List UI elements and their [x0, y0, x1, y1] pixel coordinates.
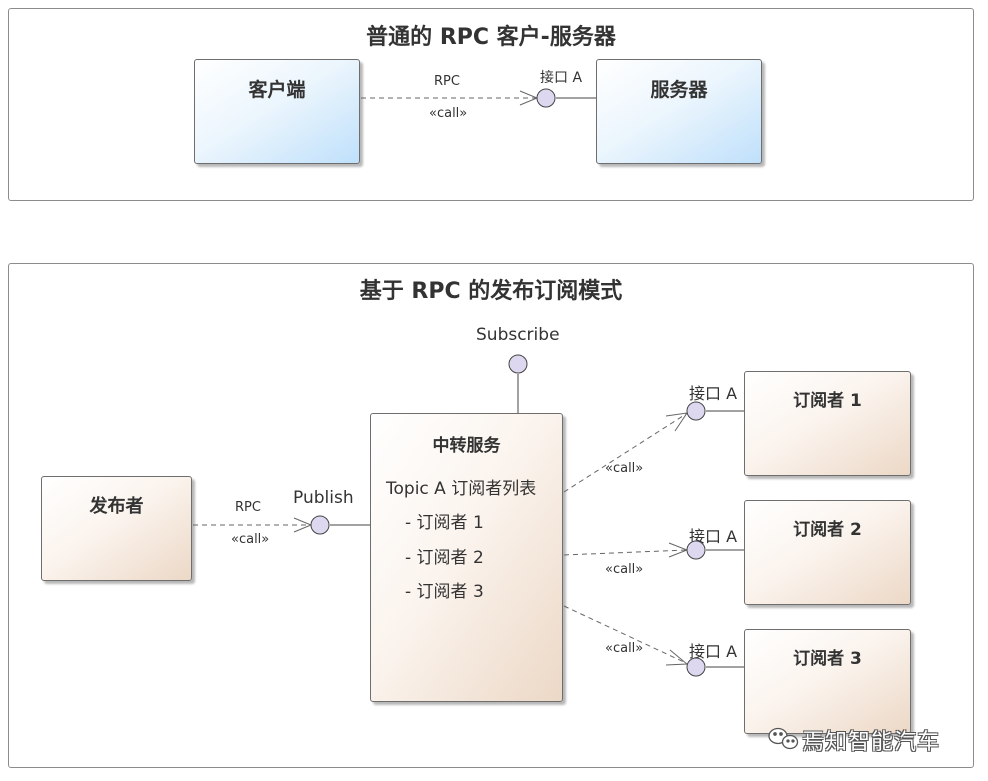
- rpc-label: RPC: [235, 500, 261, 515]
- interface-a-label: 接口 A: [689, 527, 738, 546]
- panel-title: 普通的 RPC 客户-服务器: [366, 25, 616, 50]
- broker-subscriber-line: - 订阅者 1: [405, 513, 484, 533]
- subscriber-box-2[interactable]: 订阅者 2: [744, 500, 911, 605]
- arrowhead: [665, 412, 689, 432]
- broker-subscriber-line: - 订阅者 2: [405, 548, 484, 568]
- client-box[interactable]: 客户端: [194, 59, 360, 164]
- interface-lollipop-icon: [686, 401, 706, 421]
- call-stereotype-label: «call»: [605, 641, 644, 656]
- publisher-label: 发布者: [89, 496, 144, 517]
- call-connector: [563, 549, 687, 556]
- server-box[interactable]: 服务器: [596, 59, 762, 164]
- interface-a-label: 接口 A: [540, 70, 583, 86]
- call-stereotype-label: «call»: [429, 106, 468, 121]
- interface-a-label: 接口 A: [689, 384, 738, 403]
- interface-a-label: 接口 A: [689, 642, 738, 661]
- subscribe-port-label: Subscribe: [476, 325, 560, 345]
- subscribe-port-icon: [508, 354, 528, 374]
- subscriber-box-1[interactable]: 订阅者 1: [744, 371, 911, 476]
- wechat-icon: [768, 727, 799, 750]
- publish-port-label: Publish: [293, 488, 354, 508]
- broker-subscriber-line: - 订阅者 3: [405, 582, 484, 602]
- rpc-label: RPC: [434, 74, 460, 89]
- watermark-text: 焉知智能汽车: [802, 730, 941, 755]
- broker-box[interactable]: 中转服务: [370, 413, 563, 702]
- interface-lollipop-icon: [686, 657, 706, 677]
- arrowhead: [665, 649, 689, 666]
- interface-lollipop-icon: [686, 540, 706, 560]
- call-stereotype-label: «call»: [231, 532, 270, 547]
- call-connector: [563, 605, 687, 664]
- panel-title: 基于 RPC 的发布订阅模式: [359, 279, 623, 304]
- subscriber-label: 订阅者 2: [793, 520, 862, 540]
- call-stereotype-label: «call»: [605, 562, 644, 577]
- subscriber-label: 订阅者 3: [793, 649, 862, 669]
- server-label: 服务器: [650, 79, 708, 101]
- broker-title: 中转服务: [432, 436, 501, 456]
- rpc-client-server-panel: 普通的 RPC 客户-服务器: [8, 8, 974, 201]
- publish-port-icon: [310, 515, 330, 535]
- broker-topic-line: Topic A 订阅者列表: [386, 479, 537, 499]
- client-label: 客户端: [248, 79, 306, 101]
- subscriber-box-3[interactable]: 订阅者 3: [744, 629, 911, 734]
- call-connector: [563, 413, 687, 493]
- subscriber-label: 订阅者 1: [793, 391, 862, 411]
- call-stereotype-label: «call»: [605, 461, 644, 476]
- publisher-box[interactable]: 发布者: [41, 476, 192, 581]
- interface-lollipop-icon: [536, 88, 556, 108]
